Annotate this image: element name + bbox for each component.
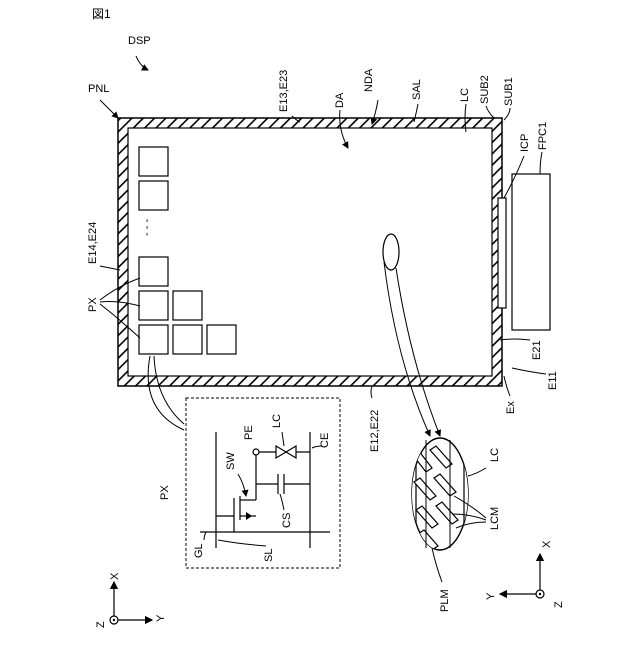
axes-right	[500, 554, 544, 598]
zoom-ellipse-lc	[410, 438, 470, 550]
pnl-arrow	[100, 100, 118, 118]
label-lc-circuit: LC	[271, 414, 283, 428]
label-pe: PE	[243, 425, 255, 440]
label-plm: PLM	[439, 589, 451, 612]
figure-title: 図1	[92, 7, 111, 21]
label-e21: E21	[531, 340, 543, 360]
leader-plm	[432, 548, 442, 582]
label-gl: GL	[193, 543, 205, 558]
pixel-square	[139, 181, 168, 210]
pixel-circuit-box	[186, 398, 340, 568]
label-e13-e23: E13,E23	[278, 70, 290, 112]
axes-left	[110, 582, 152, 624]
leader-fpc1	[540, 152, 542, 174]
leader-ex	[504, 376, 510, 396]
leader-e11	[512, 368, 546, 374]
axis-left-y: Y	[155, 614, 167, 622]
pe-node	[253, 449, 259, 455]
leader-sub2	[486, 106, 494, 118]
dsp-arrow	[136, 56, 148, 70]
label-e12-e22: E12,E22	[369, 410, 381, 452]
label-lc-zoom: LC	[489, 448, 501, 462]
label-fpc1: FPC1	[537, 122, 549, 150]
label-lcm: LCM	[489, 507, 501, 530]
label-dsp: DSP	[128, 35, 151, 47]
pixel-ellipsis: - - -	[141, 219, 153, 236]
label-px-main: PX	[87, 297, 99, 312]
label-px-circuit: PX	[159, 485, 171, 500]
pixel-square	[173, 291, 202, 320]
leader-sub1	[504, 108, 510, 120]
label-sw: SW	[225, 452, 237, 470]
pixel-square	[173, 325, 202, 354]
label-sl: SL	[263, 549, 275, 562]
axis-right-z: Z	[553, 601, 565, 608]
pixel-square	[139, 257, 168, 286]
axis-left-x: X	[109, 572, 121, 580]
pixel-square	[139, 291, 168, 320]
label-cs: CS	[281, 513, 293, 528]
pixel-square	[139, 147, 168, 176]
label-icp: ICP	[519, 134, 531, 152]
label-ex: Ex	[505, 401, 517, 414]
magnify-source-ellipse	[383, 234, 399, 270]
label-nda: NDA	[363, 68, 375, 92]
axis-right-y: Y	[485, 592, 497, 600]
label-sub1: SUB1	[503, 77, 515, 106]
leader-lc-zoom	[468, 468, 486, 476]
label-lc-top: LC	[459, 88, 471, 102]
label-sal: SAL	[411, 79, 423, 100]
axis-left-z: Z	[95, 621, 107, 628]
axis-right-x: X	[541, 540, 553, 548]
icp-chip	[498, 198, 506, 308]
label-e11: E11	[547, 371, 559, 390]
leader-e12	[371, 386, 372, 398]
fpc1-board	[512, 174, 550, 330]
label-da: DA	[334, 92, 346, 108]
label-sub2: SUB2	[479, 75, 491, 104]
leader-e14	[100, 266, 120, 270]
leader-e21	[500, 339, 530, 340]
pixel-square	[207, 325, 236, 354]
label-pnl: PNL	[88, 83, 109, 95]
pixel-square	[139, 325, 168, 354]
label-e14-e24: E14,E24	[87, 222, 99, 264]
